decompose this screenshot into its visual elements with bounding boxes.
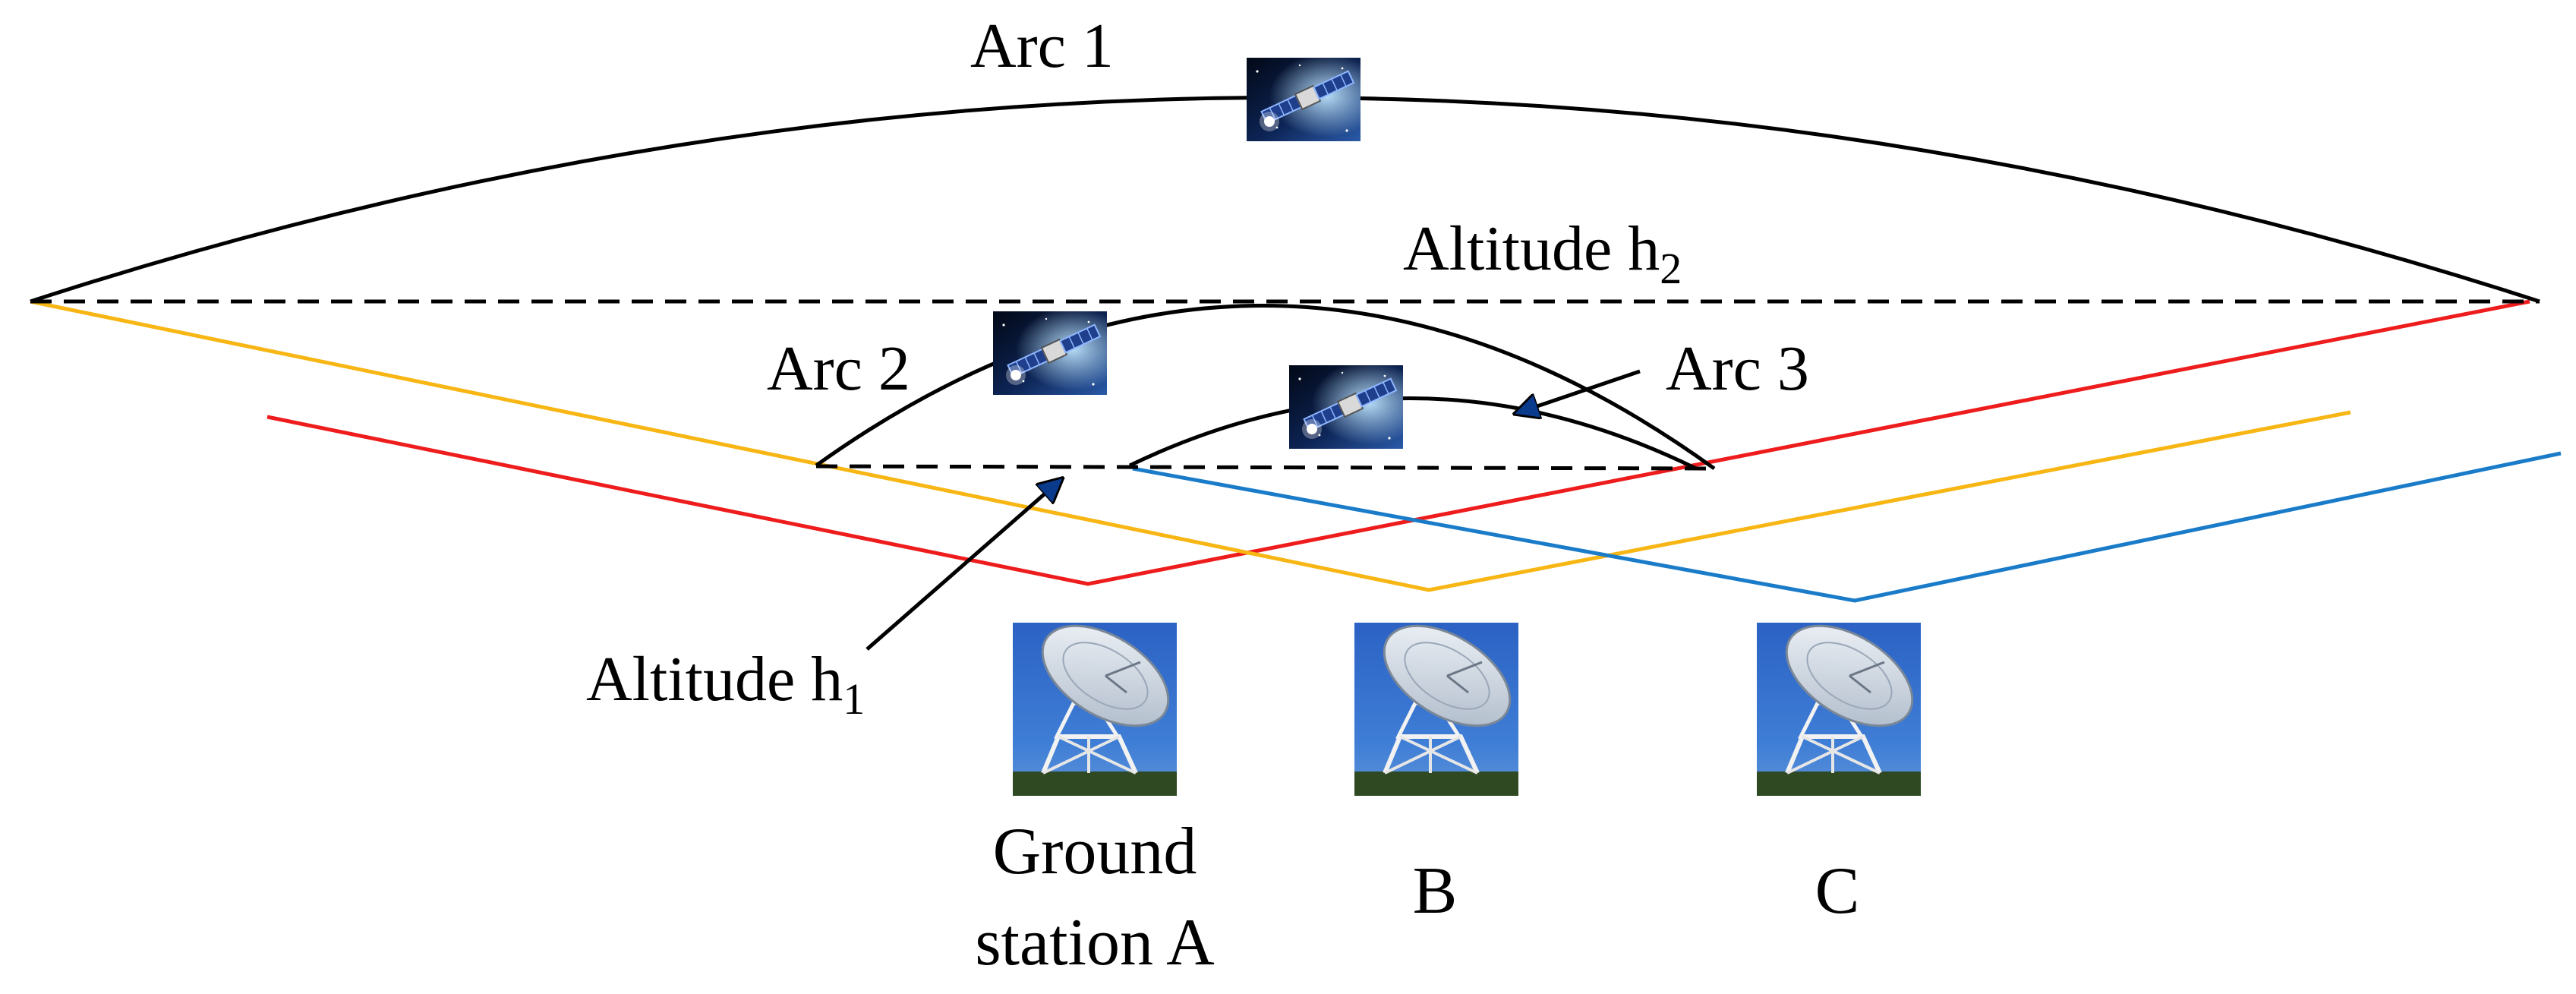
station-c-label: C (1815, 854, 1860, 928)
satellite-icon (992, 311, 1108, 396)
satellite-icon (1288, 364, 1404, 450)
ground-station-b-icon (1354, 605, 1528, 796)
ground-station-c-icon (1757, 605, 1930, 796)
arc-2-label: Arc 2 (767, 333, 910, 404)
station-a-label-line1: Ground (993, 815, 1197, 888)
altitude-h2-text: Altitude h (1403, 213, 1660, 284)
arc-3 (1128, 396, 1698, 471)
ground-station-a-icon (1013, 605, 1186, 796)
station-b-label: B (1413, 854, 1458, 928)
arc-1-label: Arc 1 (970, 11, 1114, 81)
station-a-label-line2: station A (975, 906, 1214, 980)
satellite-icon (1246, 57, 1361, 142)
coverage-line-station-b (30, 299, 2351, 592)
altitude-h1-text: Altitude h (586, 644, 843, 715)
coverage-line-station-a (266, 299, 2530, 586)
altitude-h1-line (815, 464, 1715, 471)
station-a-label: Ground (993, 815, 1197, 888)
altitude-h1-pointer-arrow (865, 480, 1061, 651)
altitude-h1-subscript: 1 (843, 674, 865, 724)
arc-3-label: Arc 3 (1666, 333, 1809, 404)
altitude-h2-subscript: 2 (1660, 244, 1682, 293)
altitude-h1-label: Altitude h1 (586, 644, 865, 724)
coverage-line-station-c (1132, 451, 2562, 603)
altitude-h2-label: Altitude h2 (1403, 213, 1682, 293)
arc-2 (815, 304, 1716, 471)
station-a-label: station A (975, 906, 1214, 980)
arc-3-pointer-arrow (1517, 369, 1641, 413)
